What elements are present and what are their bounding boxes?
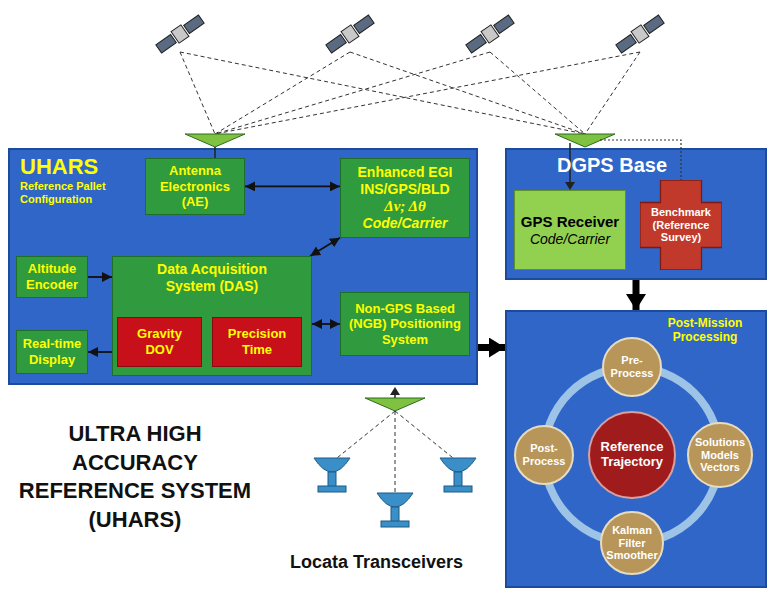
data-link	[245, 185, 340, 187]
component-box: Non-GPS Based (NGB) Positioning System	[340, 292, 470, 356]
process-circle: Kalman Filter Smoother	[600, 511, 664, 575]
node-sublabel: Code/Carrier	[530, 231, 610, 248]
base-panel: DGPS BaseGPS ReceiverCode/Carrier Benchma…	[505, 148, 767, 280]
node-sublabel: Reference Pallet Configuration	[20, 180, 120, 206]
node-label: Benchmark (Reference Survey)	[644, 206, 718, 244]
receiver-box: GPS ReceiverCode/Carrier	[514, 190, 626, 270]
process-circle: Pre-Process	[602, 337, 662, 397]
node-label: Kalman Filter Smoother	[606, 524, 658, 562]
data-link	[312, 323, 340, 325]
node-label: Antenna Electronics (AE)	[151, 163, 239, 210]
satellite	[325, 13, 376, 54]
satellite-links	[180, 52, 640, 134]
data-link	[88, 276, 112, 278]
processing-panel: Post-Mission ProcessingPre-ProcessPost-P…	[505, 310, 767, 588]
node-label: Post-Mission Processing	[655, 316, 755, 345]
gps-antenna	[185, 134, 245, 147]
node-label: Non-GPS Based (NGB) Positioning System	[346, 301, 464, 348]
diagram-title: ULTRA HIGH ACCURACY REFERENCE SYSTEM (UH…	[18, 420, 252, 534]
component-box: Antenna Electronics (AE)	[145, 158, 245, 215]
component-box: Data Acquisition System (DAS) Gravity DOV…	[112, 256, 312, 376]
satellite	[615, 13, 666, 54]
node-label: DGPS Base	[517, 154, 755, 177]
component-box: Altitude Encoder	[16, 256, 88, 298]
node-label: Data Acquisition System (DAS)	[142, 261, 282, 295]
satellite	[465, 13, 516, 54]
component-box: Real-time Display	[16, 330, 88, 374]
antenna-feed	[214, 147, 216, 158]
process-circle: Solutions Models Vectors	[687, 422, 753, 488]
node-sublabel: Code/Carrier	[363, 215, 448, 232]
sensor-box: Precision Time	[212, 317, 302, 367]
flow-arrow	[478, 344, 505, 351]
node-label: Real-time Display	[22, 336, 82, 367]
arrowhead	[390, 387, 400, 395]
node-label: Gravity DOV	[123, 326, 196, 357]
node-label: Solutions Models Vectors	[693, 436, 747, 474]
cross-outline	[640, 180, 722, 270]
locata-links	[332, 411, 458, 497]
node-sublabel: Δν; Δθ	[384, 197, 425, 215]
sensor-box: Gravity DOV	[117, 317, 202, 367]
node-label: Post-Process	[520, 442, 568, 467]
component-box: Enhanced EGI INS/GPS/BLDΔν; ΔθCode/Carri…	[340, 158, 470, 238]
system-panel: UHARSReference Pallet ConfigurationAnten…	[8, 148, 478, 385]
process-circle: Post-Process	[514, 425, 574, 485]
node-label: Altitude Encoder	[22, 261, 82, 292]
flow-arrow	[633, 280, 640, 310]
core-circle: Reference Trajectory	[588, 411, 676, 499]
node-label: Enhanced EGI INS/GPS/BLD	[346, 164, 464, 198]
locata-transceiver	[314, 458, 476, 527]
locata-antenna	[365, 398, 425, 411]
node-label: Reference Trajectory	[594, 440, 670, 470]
satellite	[155, 13, 206, 54]
free-label: Locata Transceivers	[290, 552, 463, 573]
data-link	[88, 351, 112, 353]
benchmark-cross: Benchmark (Reference Survey)	[640, 180, 722, 270]
node-label: GPS Receiver	[521, 213, 619, 231]
node-label: Precision Time	[218, 326, 296, 357]
node-label: Pre-Process	[608, 354, 656, 379]
